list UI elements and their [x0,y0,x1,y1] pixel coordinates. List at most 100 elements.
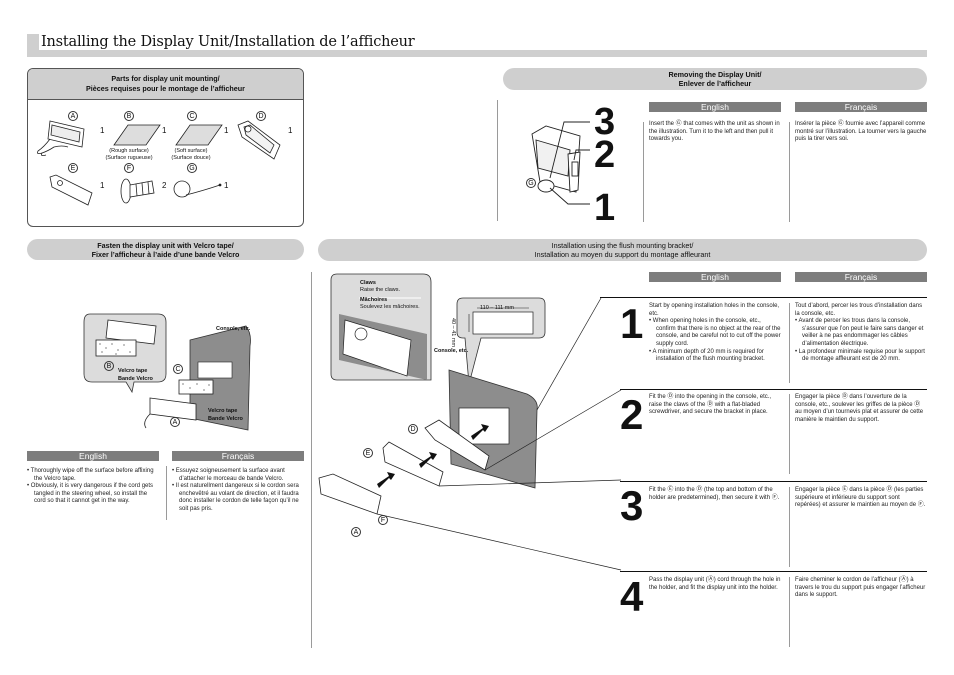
step-4-french: Faire cheminer le cordon de l’afficheur … [795,577,926,599]
part-b-caption-en: (Rough surface) [109,148,149,154]
part-a-display-unit-icon [37,120,85,157]
removing-callout-g: G [526,178,536,188]
part-b-letter: B [124,111,134,121]
velcro-english-header: English [27,451,159,461]
claws-en-text: Raise the claws. [360,287,401,293]
step-2-french: Engager la pièce Ⓓ dans l’ouverture de l… [795,394,924,423]
flush-console-label: Console, etc. [434,348,469,354]
part-b-caption: (Rough surface) (Surface rugueuse) [94,148,164,162]
flush-height-dim: 40 – 41 mm [450,318,456,348]
step-1-fr-lead: Tout d’abord, percer les trous d’install… [795,303,923,317]
part-c-caption-en: (Soft surface) [174,148,208,154]
velcro-console-label: Console, etc. [216,326,251,332]
part-e-holder-icon [49,174,93,206]
velcro-en-item: Thoroughly wipe off the surface before a… [27,468,159,483]
step-3-rule [620,481,927,482]
part-c-caption: (Soft surface) (Surface douce) [156,148,226,162]
flush-illustration [318,273,622,571]
step-1-rule [600,297,927,298]
step-1-en-item: When opening holes in the console, etc.,… [649,318,781,348]
part-g-removal-key-icon [173,180,222,198]
velcro-callout-c: C [173,364,183,374]
velcro-en-item: Obviously, it is very dangerous if the c… [27,483,159,506]
part-c-letter: C [187,111,197,121]
velcro-callout-b: B [104,361,114,371]
removing-step-1: 1 [594,187,616,229]
page-title: Installing the Display Unit/Installation… [41,34,419,50]
step-1-en-item: A minimum depth of 20 mm is required for… [649,349,781,364]
velcro-bande-label-1: Bande Velcro [118,376,153,382]
part-e-qty: 1 [100,181,105,190]
claws-fr-text: Soulevez les mâchoires. [360,304,420,310]
step-1-en-lead: Start by opening installation holes in t… [649,303,780,317]
claws-fr-title: Mâchoires [360,297,388,303]
part-b-qty: 1 [162,126,167,135]
flush-callout-d: D [408,424,418,434]
velcro-header-fr: Fixer l’afficheur à l’aide d’une bande V… [91,249,240,259]
removing-english-text: Insert the Ⓖ that comes with the unit as… [649,121,780,143]
part-d-letter: D [256,111,266,121]
parts-header-fr: Pièces requises pour le montage de l’aff… [86,84,245,93]
step-3-french: Engager la pièce Ⓔ dans la pièce Ⓓ (les … [795,487,926,509]
velcro-french-text: Essuyez soigneusement la surface avant d… [172,468,304,514]
velcro-tape-label-1: Velcro tape [118,368,148,374]
step-3-english: Fit the Ⓔ into the Ⓓ (the top and bottom… [649,487,780,501]
flush-section-header: Installation using the flush mounting br… [318,239,927,261]
step-1-fr-item: Avant de percer les trous dans la consol… [795,318,927,348]
part-f-screw-icon [120,178,155,204]
step-1-fr-item: La profondeur minimale requise pour le s… [795,349,927,364]
part-f-qty: 2 [162,181,167,190]
part-e-letter: E [68,163,78,173]
velcro-french-header: Français [172,451,304,461]
removing-header-fr: Enlever de l’afficheur [678,79,752,88]
step-2-fr-rule [789,394,790,474]
velcro-english-text: Thoroughly wipe off the surface before a… [27,468,159,506]
step-2-number: 2 [620,391,644,438]
removing-step-3: 3 [594,101,616,143]
removing-french-header: Français [795,102,927,112]
part-g-qty: 1 [224,181,229,190]
part-f-letter: F [124,163,134,173]
step-4-rule [620,571,927,572]
flush-width-dim: 110 – 111 mm [480,305,514,311]
step-3-number: 3 [620,482,644,529]
step-2-english: Fit the Ⓓ into the opening in the consol… [649,394,772,416]
part-d-qty: 1 [288,126,293,135]
removing-header-en: Removing the Display Unit/ [668,70,762,79]
flush-left-rule [311,272,312,648]
part-d-bracket-icon [237,120,281,160]
removing-en-rule [643,122,644,222]
velcro-fr-item: Il est naturellment dangereux si le cord… [172,483,304,513]
velcro-fr-rule [166,466,167,520]
parts-header-en: Parts for display unit mounting/ [111,74,220,83]
flush-header-fr: Installation au moyen du support du mont… [534,250,711,259]
page-title-bar: Installing the Display Unit/Installation… [27,34,927,57]
step-1-french: Tout d’abord, percer les trous d’install… [795,303,927,364]
step-4-fr-rule [789,577,790,647]
step-1-number: 1 [620,300,644,347]
velcro-fr-item: Essuyez soigneusement la surface avant d… [172,468,304,483]
step-4-english: Pass the display unit (Ⓐ) cord through t… [649,577,781,591]
claws-en-title: Claws [360,280,376,286]
removing-english-header: English [649,102,781,112]
velcro-tape-label-2: Velcro tape [208,408,238,414]
parts-list-box: Parts for display unit mounting/ Pièces … [27,68,304,227]
removing-step-2: 2 [594,134,616,176]
step-2-rule [620,389,927,390]
velcro-illustration [83,313,251,431]
title-underline-rule [27,50,927,57]
step-3-fr-rule [789,487,790,567]
flush-callout-e: E [363,448,373,458]
removing-section-header: Removing the Display Unit/ Enlever de l’… [503,68,927,90]
flush-callout-f: F [378,515,388,525]
removing-french-text: Insérer la pièce Ⓖ fournie avec l’appare… [795,121,927,143]
parts-header: Parts for display unit mounting/ Pièces … [28,69,303,100]
part-b-velcro-rough-icon [113,124,161,146]
velcro-section-header: Fasten the display unit with Velcro tape… [27,239,304,260]
step-1-fr-rule [789,303,790,383]
flush-french-header: Français [795,272,927,282]
part-c-caption-fr: (Surface douce) [171,155,211,161]
removing-fr-rule [789,122,790,222]
velcro-header-en: Fasten the display unit with Velcro tape… [97,240,234,250]
flush-header-en: Installation using the flush mounting br… [551,241,694,250]
